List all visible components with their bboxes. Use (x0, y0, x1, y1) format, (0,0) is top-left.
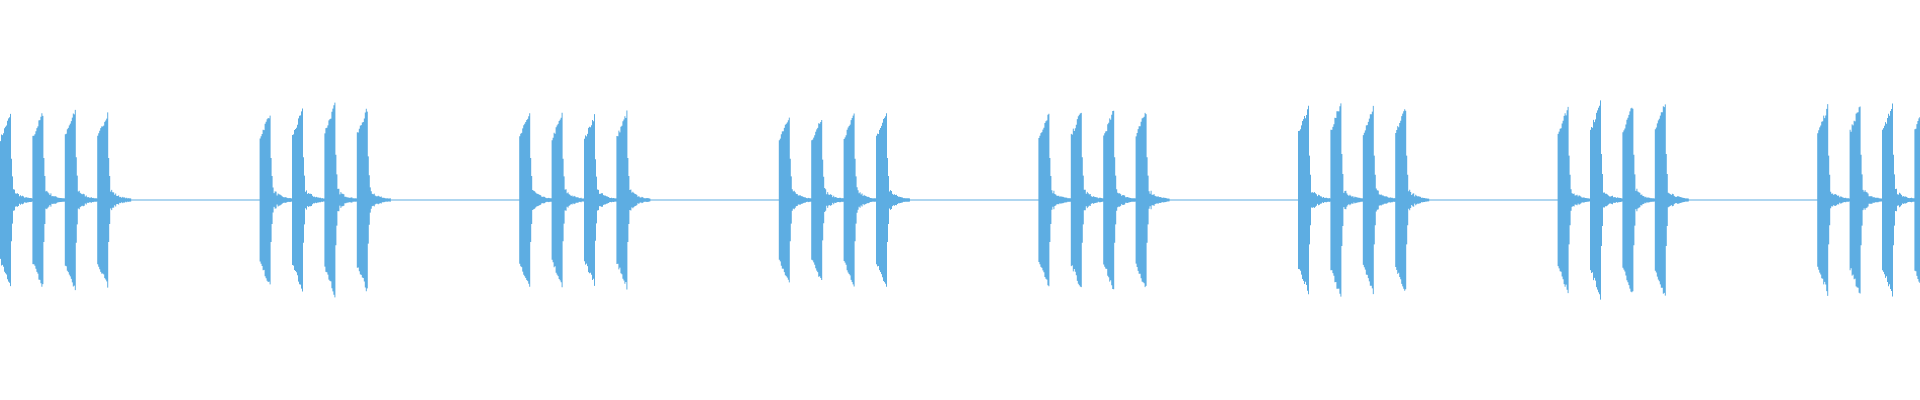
transient (616, 110, 651, 290)
transient (1590, 100, 1624, 300)
transient (1817, 104, 1852, 296)
transient (1038, 113, 1073, 287)
transient (1103, 110, 1138, 290)
transient (1395, 109, 1430, 291)
transient (1654, 104, 1689, 296)
transient (1362, 105, 1397, 295)
transient (551, 112, 586, 288)
transient (32, 113, 67, 287)
transient (778, 117, 813, 283)
transient (1914, 117, 1920, 283)
transient (64, 109, 99, 291)
transient (1330, 103, 1365, 297)
transient (1298, 105, 1332, 295)
transient (0, 113, 34, 287)
transient (292, 108, 326, 292)
transient (97, 112, 132, 288)
transients (0, 100, 1920, 300)
transient (356, 108, 391, 292)
transient (259, 115, 294, 285)
transient (1622, 107, 1657, 293)
transient (1557, 106, 1592, 294)
transient (519, 113, 554, 287)
transient (1135, 112, 1170, 288)
transient (811, 120, 846, 280)
transient (876, 113, 910, 287)
transient (324, 102, 359, 298)
transient (1070, 112, 1105, 288)
transient (1849, 106, 1884, 294)
transient (1882, 103, 1916, 297)
transient (584, 114, 618, 286)
transient (843, 113, 878, 287)
